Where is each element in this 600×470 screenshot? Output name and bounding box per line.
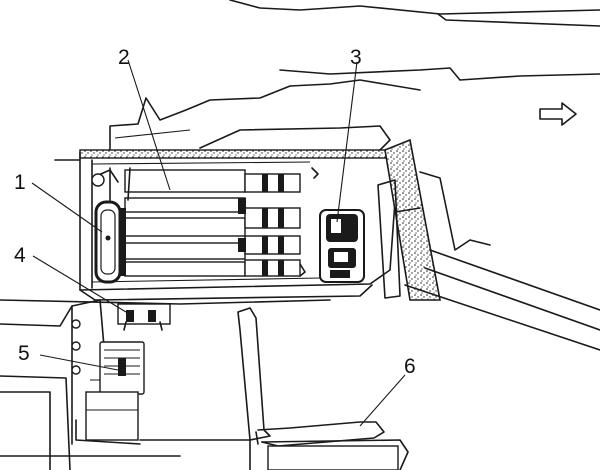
round-3 — [124, 217, 246, 237]
leader-lines — [31, 59, 406, 427]
callout-5: 5 — [18, 342, 30, 365]
hollow-right-arrow-icon — [539, 102, 577, 126]
callout-6: 6 — [404, 355, 416, 378]
round-4 — [124, 242, 246, 260]
floor-base — [0, 439, 409, 470]
casing-4 — [244, 259, 301, 277]
hull-lower-structure — [0, 299, 331, 470]
seat — [237, 307, 385, 447]
gun-assembly — [377, 138, 600, 351]
ammunition-rack — [91, 167, 131, 284]
round-1 — [124, 169, 246, 193]
casing-3 — [244, 235, 301, 255]
round-2 — [124, 197, 246, 213]
casing-1 — [244, 173, 301, 193]
lower-unit — [85, 341, 145, 441]
callout-1: 1 — [14, 171, 26, 194]
ammunition-rounds — [124, 169, 306, 277]
round-5 — [124, 261, 246, 277]
turret-profile — [109, 79, 421, 151]
ammunition-compartment — [54, 149, 399, 301]
casing-2 — [244, 207, 301, 229]
hull-top-outline — [229, 0, 600, 81]
turret-mechanism — [311, 167, 365, 283]
callout-3: 3 — [350, 46, 362, 69]
callout-2: 2 — [118, 46, 130, 69]
mount-bracket — [117, 303, 171, 331]
callout-4: 4 — [14, 244, 26, 267]
